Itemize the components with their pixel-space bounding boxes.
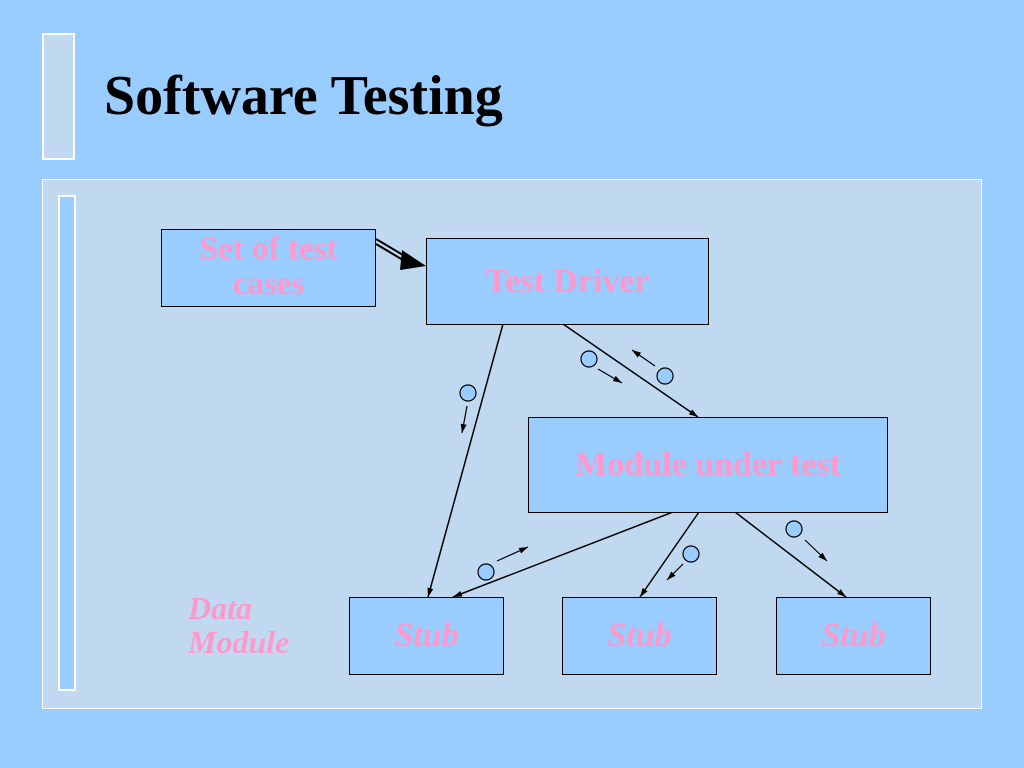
stub-label-1: Stub: [394, 617, 459, 655]
test-cases-box: Set of test cases: [161, 229, 376, 307]
legend-data: Data: [188, 590, 252, 626]
test-driver-label: Test Driver: [485, 262, 650, 300]
slide-title: Software Testing: [104, 65, 503, 127]
stub-box-2: Stub: [562, 597, 717, 675]
stub-box-1: Stub: [349, 597, 504, 675]
legend-module: Module: [188, 623, 290, 660]
panel-accent-bar: [58, 195, 76, 691]
module-under-test-label: Module under test: [575, 446, 841, 484]
test-driver-box: Test Driver: [426, 238, 709, 325]
module-under-test-box: Module under test: [528, 417, 888, 513]
title-accent-bar: [42, 33, 75, 160]
legend: Data Module: [188, 590, 290, 660]
test-cases-label: Set of test cases: [199, 231, 338, 302]
stub-box-3: Stub: [776, 597, 931, 675]
stub-label-3: Stub: [821, 617, 886, 655]
stub-label-2: Stub: [607, 617, 672, 655]
